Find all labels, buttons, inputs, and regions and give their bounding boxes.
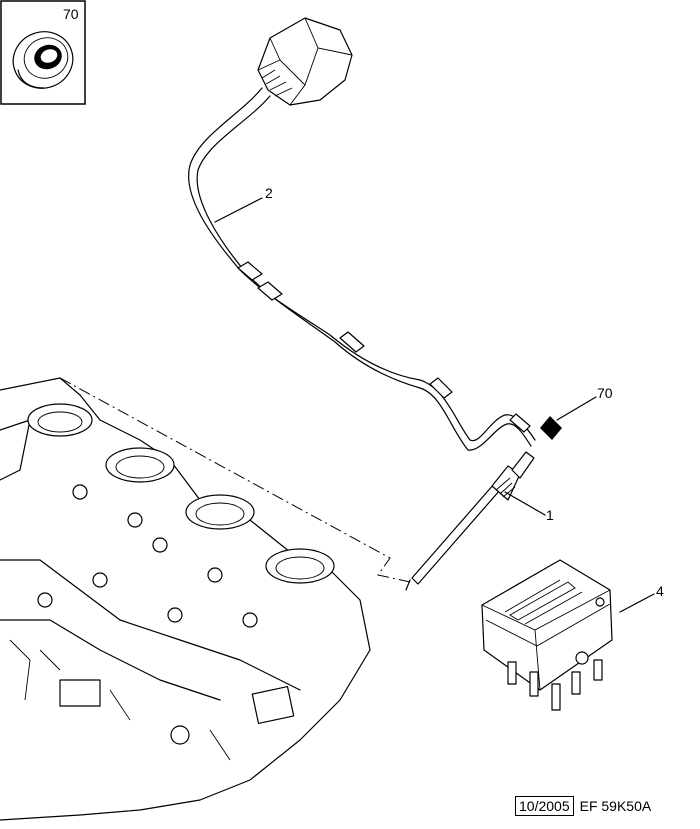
drawing-reference: 10/2005 EF 59K50A [515, 796, 651, 816]
seal-ring-icon [12, 31, 74, 89]
callout-70: 70 [556, 385, 613, 421]
seal-square [540, 416, 562, 440]
inset-label: 70 [63, 6, 79, 22]
callout-1: 1 [504, 491, 554, 523]
glow-plug-harness [188, 87, 536, 451]
inset-box: 70 [0, 0, 86, 105]
drawing-date: 10/2005 [515, 796, 574, 816]
callout-4: 4 [619, 583, 664, 613]
insertion-path [59, 377, 411, 583]
callout-label-1: 1 [546, 507, 554, 523]
cylinder-head [0, 377, 371, 821]
preheat-relay-box [481, 559, 613, 711]
callout-2: 2 [214, 185, 273, 223]
callout-label-2: 2 [265, 185, 273, 201]
glow-plug [405, 451, 535, 591]
harness-connector [257, 17, 353, 106]
callout-label-70: 70 [597, 385, 613, 401]
drawing-code: EF 59K50A [579, 798, 652, 814]
callout-label-4: 4 [656, 583, 664, 599]
